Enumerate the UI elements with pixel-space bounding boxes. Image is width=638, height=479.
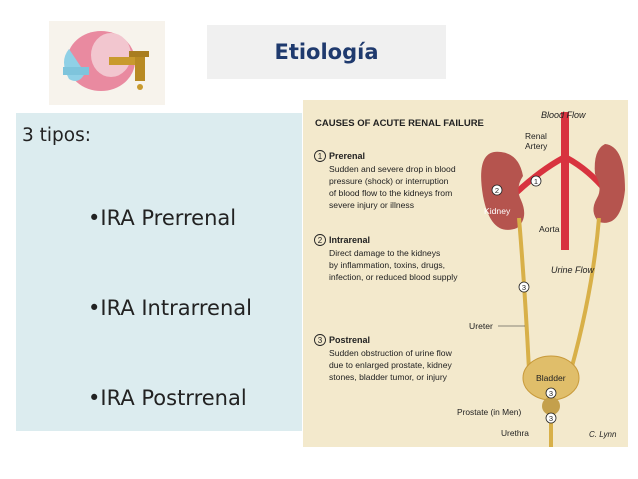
- bullet-postrrenal: •IRA Postrrenal: [88, 386, 247, 410]
- marker-3-bladder: [545, 387, 557, 399]
- cause-2-circle: [314, 234, 326, 246]
- marker-3-prostate: [545, 412, 557, 424]
- types-heading: 3 tipos:: [22, 125, 91, 146]
- cause-2-line: infection, or reduced blood supply: [329, 272, 458, 282]
- cause-2-line: Direct damage to the kidneys: [329, 248, 440, 258]
- label-urethra: Urethra: [501, 428, 529, 438]
- cause-1-line: pressure (shock) or interruption: [329, 176, 449, 186]
- prostate-organ: [542, 397, 560, 415]
- cause-3-number: 3: [318, 336, 323, 345]
- bullet-prerrenal: •IRA Prerrenal: [88, 206, 237, 230]
- label-aorta: Aorta: [539, 224, 560, 234]
- cause-2-name: Intrarenal: [329, 235, 370, 245]
- marker-3-bladder-number: 3: [549, 389, 553, 398]
- marker-2: [491, 184, 503, 196]
- cause-2-number: 2: [318, 236, 323, 245]
- cause-3-name: Postrenal: [329, 335, 370, 345]
- cause-3-circle: [314, 334, 326, 346]
- page-title: Etiología: [274, 40, 379, 64]
- diagram-title: CAUSES OF ACUTE RENAL FAILURE: [315, 118, 484, 129]
- bullet-intrarrenal: •IRA Intrarrenal: [88, 296, 252, 320]
- cause-1-line: Sudden and severe drop in blood: [329, 164, 456, 174]
- aorta-vessel: [561, 112, 569, 250]
- renal-failure-diagram: CAUSES OF ACUTE RENAL FAILURE 1 Prerenal…: [303, 100, 628, 447]
- kidney-faucet-logo: [49, 21, 165, 105]
- cause-3-line: Sudden obstruction of urine flow: [329, 348, 453, 358]
- cause-1-name: Prerenal: [329, 151, 365, 161]
- right-kidney: [593, 144, 625, 223]
- cause-1-number: 1: [318, 152, 323, 161]
- left-renal-artery: [514, 155, 565, 195]
- label-renal: Renal: [525, 131, 547, 141]
- marker-3-ureter: [518, 281, 530, 293]
- label-urine-flow: Urine Flow: [551, 265, 595, 275]
- cause-3-line: due to enlarged prostate, kidney: [329, 360, 452, 370]
- cause-1-line: severe injury or illness: [329, 200, 414, 210]
- left-ureter: [517, 217, 531, 371]
- cause-2-line: by inflammation, toxins, drugs,: [329, 260, 445, 270]
- marker-3-prostate-number: 3: [549, 414, 553, 423]
- marker-2-number: 2: [495, 186, 499, 195]
- marker-3-ureter-number: 3: [522, 283, 526, 292]
- left-kidney: [481, 151, 525, 230]
- label-kidney: Kidney: [484, 206, 511, 216]
- label-ureter: Ureter: [469, 321, 493, 331]
- title-box: Etiología: [207, 25, 446, 79]
- cause-1-line: of blood flow to the kidneys from: [329, 188, 452, 198]
- label-blood-flow: Blood Flow: [541, 110, 586, 120]
- cause-1-circle: [314, 150, 326, 162]
- label-prostate: Prostate (in Men): [457, 407, 521, 417]
- label-bladder: Bladder: [536, 373, 566, 383]
- content-panel: 3 tipos: •IRA Prerrenal •IRA Intrarrenal…: [16, 113, 302, 431]
- cause-3-line: stones, bladder tumor, or injury: [329, 372, 448, 382]
- marker-1: [530, 175, 542, 187]
- artist-signature: C. Lynn: [589, 430, 617, 439]
- label-artery: Artery: [525, 141, 548, 151]
- right-ureter: [569, 217, 601, 371]
- marker-1-number: 1: [534, 177, 538, 186]
